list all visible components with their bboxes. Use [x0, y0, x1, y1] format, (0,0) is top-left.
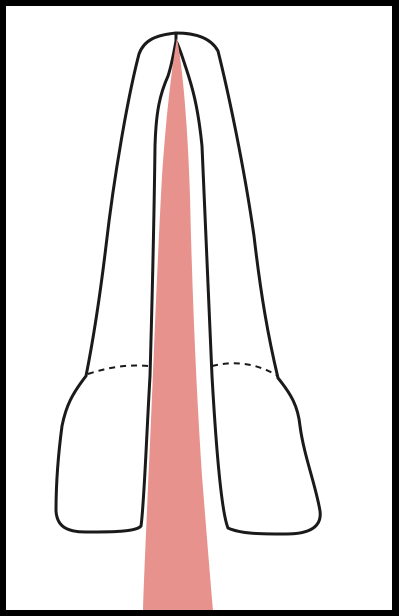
- tooth-diagram: [6, 6, 392, 610]
- diagram-canvas: [6, 6, 392, 610]
